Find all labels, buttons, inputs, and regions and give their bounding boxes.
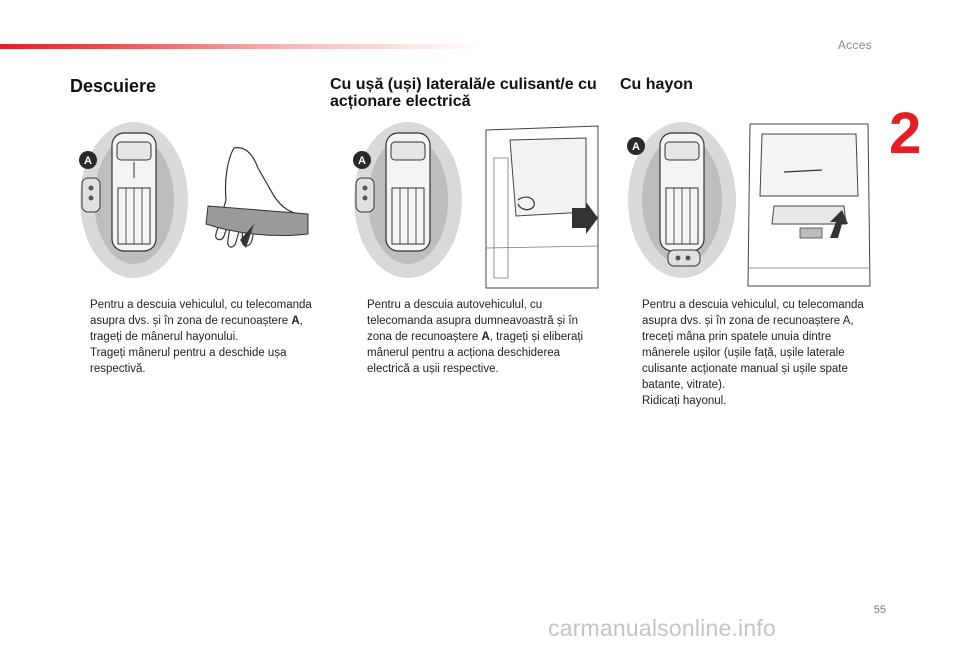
column-title: Cu hayon [620, 76, 693, 93]
list-item: Trageți mânerul pentru a deschide ușa re… [90, 347, 287, 375]
column-title: Cu ușă (uși) laterală/e culisant/e cu ac… [330, 76, 597, 110]
column-title: Descuiere [70, 76, 157, 96]
remote-key-icon [667, 249, 701, 267]
sliding-door-drawing [485, 125, 599, 289]
column-sliding-door: Cu ușă (uși) laterală/e culisant/e cu ac… [330, 76, 600, 110]
bullet-list-sliding-door: Pentru a descuia autovehiculul, cu telec… [347, 297, 592, 377]
bullet-list-tailgate: Pentru a descuia vehiculul, cu telecoman… [622, 297, 878, 409]
section-label: Acces [837, 38, 872, 52]
bullet-list-unlocking: Pentru a descuia vehiculul, cu telecoman… [70, 297, 328, 377]
illustration-tailgate: A [624, 118, 874, 290]
wiper-icon [783, 169, 823, 173]
tailgate-drawing [747, 123, 871, 287]
chapter-number: 2 [889, 101, 922, 166]
zone-badge-label: A [632, 141, 640, 153]
zone-badge-label: A [84, 155, 92, 167]
list-item: Pentru a descuia autovehiculul, cu telec… [367, 299, 584, 375]
illustration-unlocking: A [76, 118, 326, 283]
column-unlocking: Descuiere [70, 76, 330, 96]
zone-badge-label: A [358, 155, 366, 167]
list-item: Ridicați hayonul. [642, 395, 727, 407]
pull-arrow-icon [240, 224, 254, 248]
page-number: 55 [873, 604, 886, 616]
zone-badge: A [353, 151, 371, 169]
lift-arrow-icon [830, 210, 848, 238]
remote-key-icon [355, 177, 375, 213]
zone-badge: A [627, 137, 645, 155]
door-handle-icon [517, 196, 535, 211]
watermark: carmanualsonline.info [548, 615, 776, 641]
hand-on-handle [205, 147, 309, 248]
column-tailgate: Cu hayon [620, 76, 880, 93]
vehicle-top-view [111, 132, 157, 252]
list-item: Pentru a descuia vehiculul, cu telecoman… [90, 299, 312, 343]
header-accent-bar [0, 44, 480, 49]
vehicle-top-view [659, 132, 705, 252]
remote-key-icon [81, 177, 101, 213]
vehicle-top-view [385, 132, 431, 252]
illustration-sliding-door: A [350, 118, 600, 290]
zone-badge: A [79, 151, 97, 169]
slide-arrow-icon [572, 202, 598, 234]
list-item: Pentru a descuia vehiculul, cu telecoman… [642, 299, 864, 391]
